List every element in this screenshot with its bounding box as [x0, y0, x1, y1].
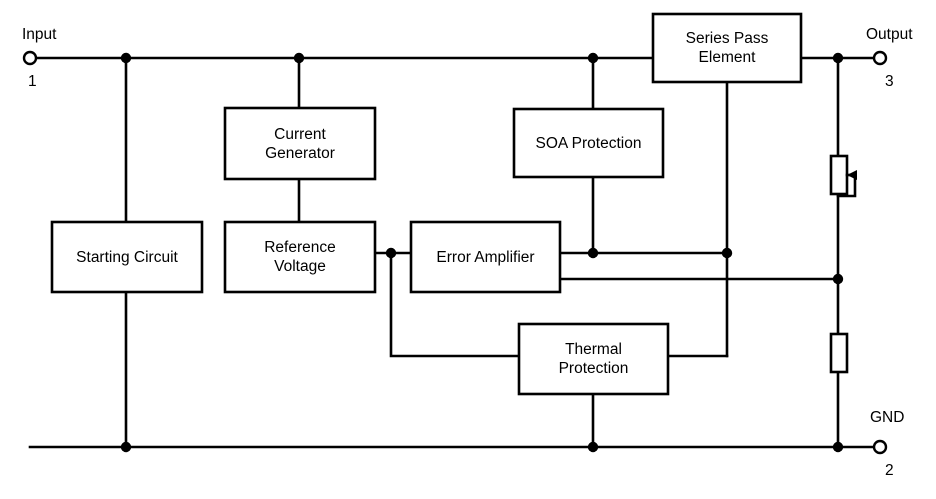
- wire-segment: [389, 251, 521, 358]
- junction-dot: [832, 52, 844, 64]
- terminal-name-output: Output: [866, 26, 913, 43]
- junction-dot: [120, 52, 132, 64]
- junction-dot: [587, 247, 599, 259]
- block-rect-group: [50, 12, 803, 396]
- terminal-pin-gnd: 2: [885, 462, 894, 479]
- junction-dot: [587, 52, 599, 64]
- block-reference_voltage: [223, 220, 377, 294]
- terminal-name-gnd: GND: [870, 409, 905, 426]
- block-thermal_protection: [517, 322, 670, 396]
- block-error_amplifier: [409, 220, 562, 294]
- terminal-pin-output: 3: [885, 73, 894, 90]
- block-series_pass: [651, 12, 803, 84]
- junction-dot: [832, 273, 844, 285]
- block-starting_circuit: [50, 220, 204, 294]
- junction-dot-group: [120, 52, 844, 453]
- terminal-output-icon: [872, 50, 888, 66]
- terminal-group: [22, 50, 888, 455]
- junction-dot: [385, 247, 397, 259]
- terminal-gnd-icon: [872, 439, 888, 455]
- divider-resistor-symbol: [829, 332, 849, 374]
- wire-group: [28, 56, 882, 449]
- terminal-pin-input: 1: [28, 73, 37, 90]
- potentiometer-symbol: [829, 154, 857, 198]
- junction-dot: [120, 441, 132, 453]
- terminal-input-icon: [22, 50, 38, 66]
- terminal-name-input: Input: [22, 26, 57, 43]
- wiper-arrow-icon: [847, 170, 857, 180]
- block-current_generator: [223, 106, 377, 181]
- block-soa_protection: [512, 107, 665, 179]
- junction-dot: [587, 441, 599, 453]
- junction-dot: [832, 441, 844, 453]
- junction-dot: [293, 52, 305, 64]
- junction-dot: [721, 247, 733, 259]
